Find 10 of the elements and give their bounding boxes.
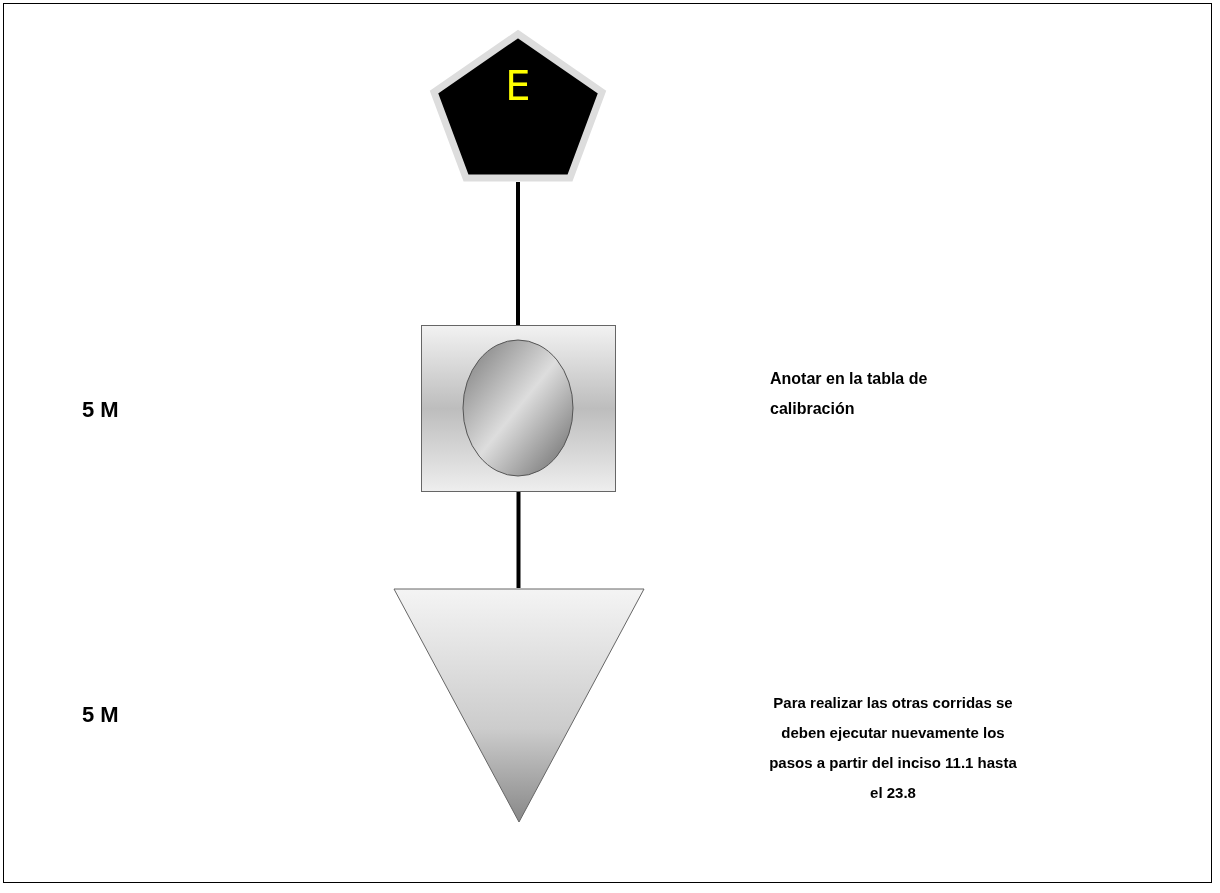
symbol-letter: E	[504, 63, 532, 110]
step-description: Anotar en la tabla de calibración	[770, 369, 929, 419]
operation-inspection-symbol	[421, 325, 616, 492]
duration-label: 5 M	[82, 396, 120, 424]
pentagon-shape	[430, 30, 606, 182]
duration-label: 5 M	[82, 701, 120, 729]
step-description: Para realizar las otras corridas se deben ejecutar nuevamente los pasos a partir del inciso 11.1 hasta el 23.8	[768, 693, 1018, 803]
connector-line	[516, 182, 520, 325]
connector-line	[516, 492, 521, 588]
storage-triangle	[393, 588, 645, 823]
